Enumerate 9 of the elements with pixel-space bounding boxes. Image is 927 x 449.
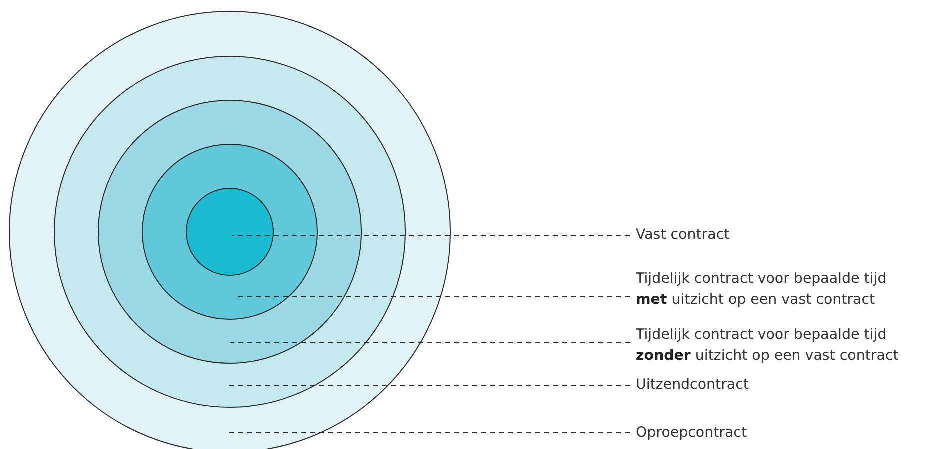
leader-line: [229, 385, 630, 387]
label-text: Uitzendcontract: [636, 376, 749, 395]
leader-line: [229, 432, 630, 434]
label-text: Tijdelijk contract voor bepaalde tijd met uitzicht op een vast contract: [636, 270, 888, 310]
label-text: Tijdelijk contract voor bepaalde tijd zonder uitzicht op een vast contract: [636, 326, 900, 366]
label-text: Oproepcontract: [636, 424, 748, 443]
label-text: Vast contract: [636, 226, 730, 245]
leader-line: [232, 235, 630, 237]
leader-line: [230, 342, 630, 344]
